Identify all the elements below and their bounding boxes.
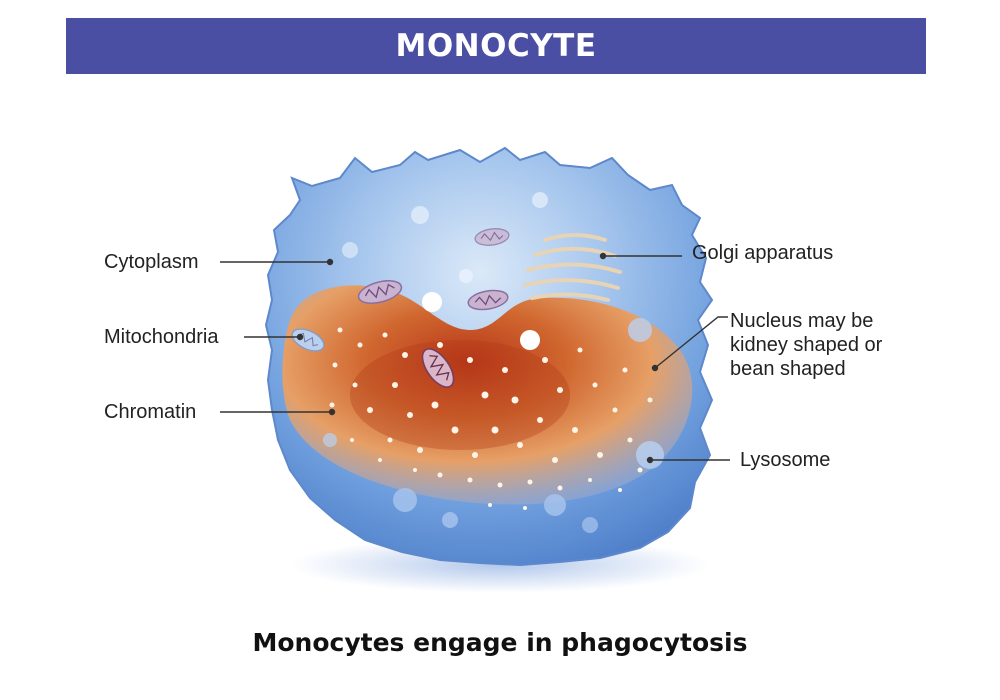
label-cytoplasm: Cytoplasm [104, 251, 199, 273]
diagram-caption: Monocytes engage in phagocytosis [252, 628, 748, 657]
chromatin-dots [329, 327, 653, 510]
diagram-title: MONOCYTE [395, 28, 597, 64]
label-golgi-apparatus: Golgi apparatus [692, 242, 834, 264]
golgi-apparatus [523, 233, 622, 302]
leader-lines [220, 252, 730, 464]
label-nucleus: Nucleus may be kidney shaped or bean sha… [730, 310, 883, 380]
label-lysosome: Lysosome [740, 449, 831, 471]
label-chromatin: Chromatin [104, 401, 197, 423]
label-mitochondria: Mitochondria [104, 326, 219, 348]
mitochondria [291, 228, 510, 388]
leader-nucleus [654, 316, 728, 369]
vesicles [323, 192, 664, 533]
title-banner: MONOCYTE [66, 18, 926, 74]
nucleus-core [350, 340, 570, 450]
